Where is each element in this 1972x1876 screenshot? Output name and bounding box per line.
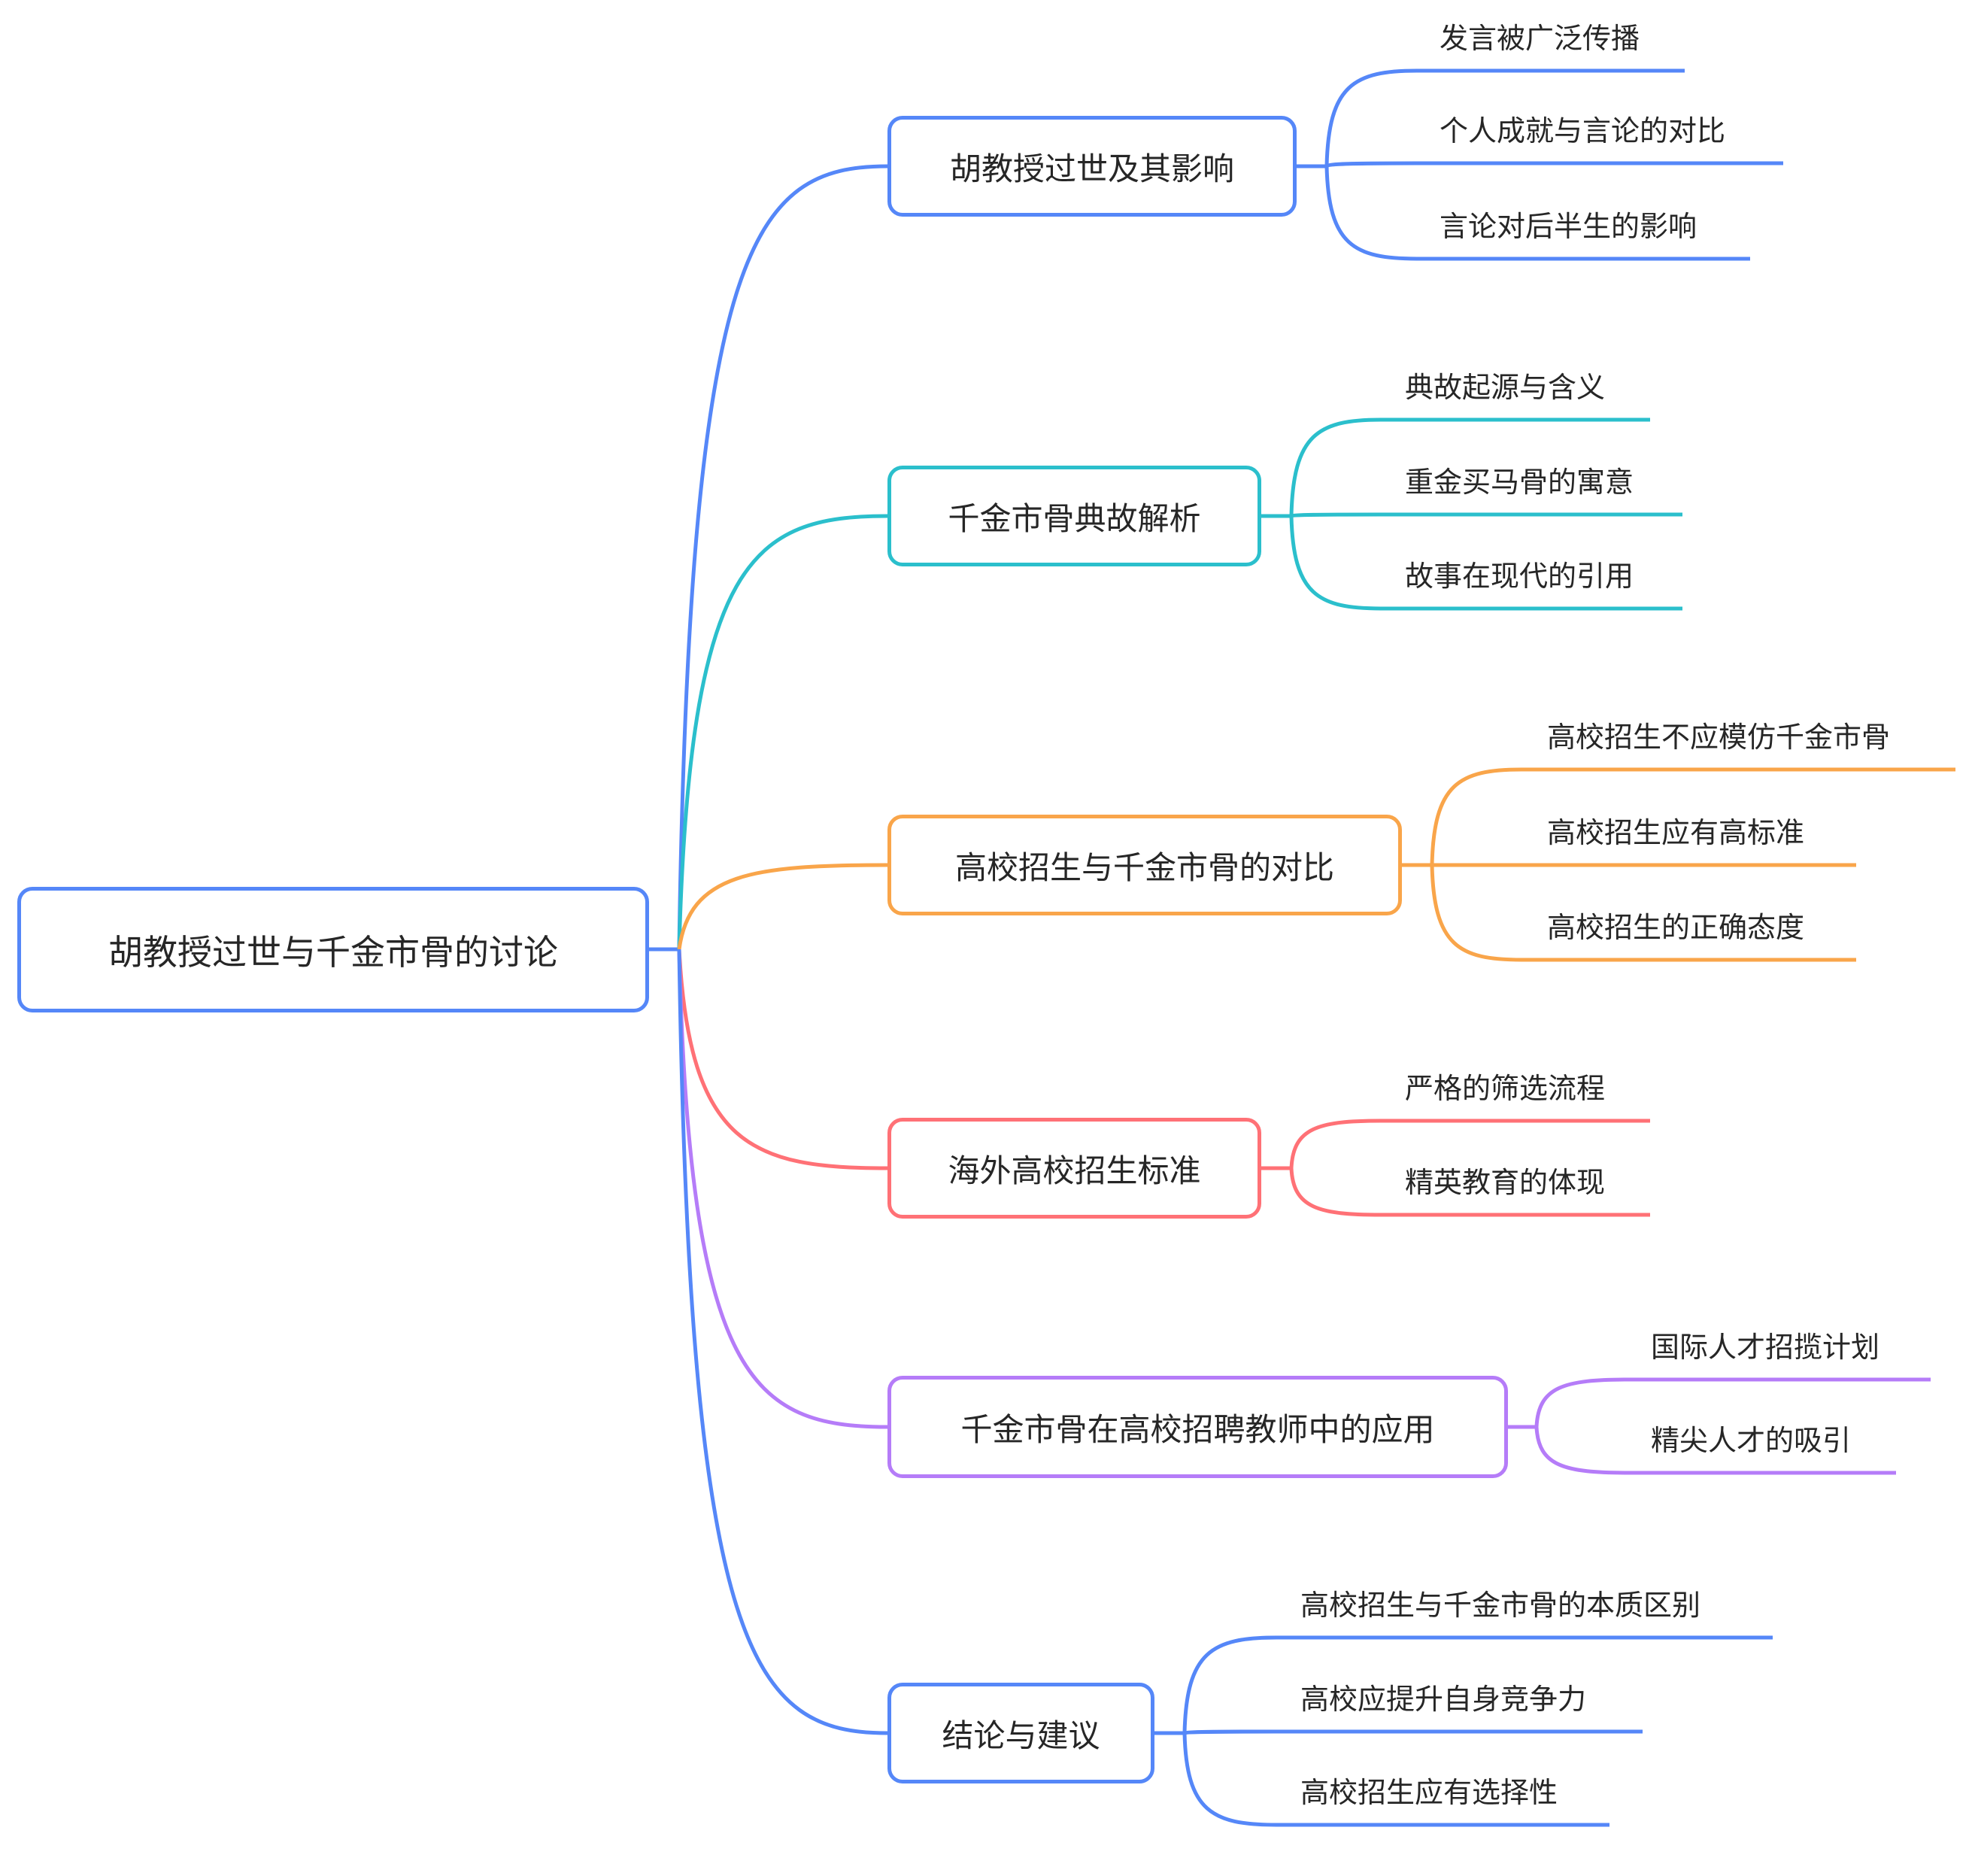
leaf-connector [1289, 1167, 1650, 1217]
branch-connector [677, 949, 888, 1429]
branch-label: 胡教授过世及其影响 [949, 150, 1234, 187]
branch-connector [677, 164, 888, 950]
leaf-connector [1534, 1377, 1931, 1428]
leaf-node[interactable]: 重金买马骨的寓意 [1405, 466, 1634, 499]
leaf-node[interactable]: 高校招生的正确态度 [1547, 911, 1805, 944]
branch-label: 结论与建议 [942, 1717, 1100, 1754]
leaf-node[interactable]: 高校招生应有高标准 [1547, 816, 1805, 849]
branch-label: 海外高校招生标准 [948, 1152, 1201, 1189]
leaf-connector [1289, 1119, 1650, 1169]
leaf-connector [1182, 1732, 1609, 1827]
leaf-connector [1290, 512, 1682, 518]
leaf-node[interactable]: 高校招生应有选择性 [1300, 1776, 1558, 1809]
leaf-node[interactable]: 个人成就与言论的对比 [1440, 114, 1726, 147]
leaf-connector [1182, 1635, 1773, 1734]
branch-node[interactable]: 高校招生与千金市骨的对比 [887, 815, 1402, 915]
branch-node[interactable]: 结论与建议 [887, 1683, 1154, 1783]
branch-connector [677, 863, 888, 950]
leaf-connector [1324, 165, 1750, 261]
branch-label: 千金市骨在高校招聘教师中的应用 [960, 1410, 1435, 1448]
leaf-connector [1183, 1729, 1643, 1735]
branch-connector [677, 514, 888, 950]
branch-label: 高校招生与千金市骨的对比 [954, 848, 1334, 886]
leaf-node[interactable]: 高校招生不应模仿千金市骨 [1547, 721, 1891, 754]
leaf-node[interactable]: 典故起源与含义 [1405, 371, 1606, 404]
leaf-connector [1534, 1426, 1896, 1475]
root-label: 胡教授过世与千金市骨的讨论 [108, 931, 558, 973]
leaf-node[interactable]: 发言被广泛传播 [1440, 22, 1640, 55]
leaf-connector [1289, 417, 1650, 517]
leaf-connector [1324, 161, 1783, 168]
leaf-node[interactable]: 高校招生与千金市骨的本质区别 [1300, 1589, 1701, 1622]
leaf-node[interactable]: 故事在现代的引用 [1405, 560, 1634, 593]
leaf-connector [1324, 68, 1685, 167]
root-node[interactable]: 胡教授过世与千金市骨的讨论 [17, 887, 649, 1012]
leaf-node[interactable]: 严格的筛选流程 [1405, 1072, 1606, 1105]
branch-connector [677, 949, 888, 1735]
leaf-connector [1289, 515, 1682, 611]
leaf-node[interactable]: 高校应提升自身竞争力 [1300, 1683, 1587, 1716]
leaf-node[interactable]: 精英教育的体现 [1405, 1166, 1606, 1199]
branch-node[interactable]: 海外高校招生标准 [887, 1118, 1261, 1219]
branch-node[interactable]: 胡教授过世及其影响 [887, 116, 1297, 217]
branch-connector [677, 949, 888, 1170]
leaf-node[interactable]: 言论对后半生的影响 [1440, 210, 1697, 243]
leaf-node[interactable]: 精尖人才的吸引 [1651, 1424, 1852, 1457]
branch-node[interactable]: 千金市骨在高校招聘教师中的应用 [887, 1376, 1508, 1478]
branch-label: 千金市骨典故解析 [948, 499, 1201, 537]
leaf-connector [1430, 767, 1955, 866]
leaf-node[interactable]: 国际人才招揽计划 [1651, 1331, 1880, 1364]
leaf-connector [1430, 864, 1856, 962]
branch-node[interactable]: 千金市骨典故解析 [887, 466, 1261, 566]
